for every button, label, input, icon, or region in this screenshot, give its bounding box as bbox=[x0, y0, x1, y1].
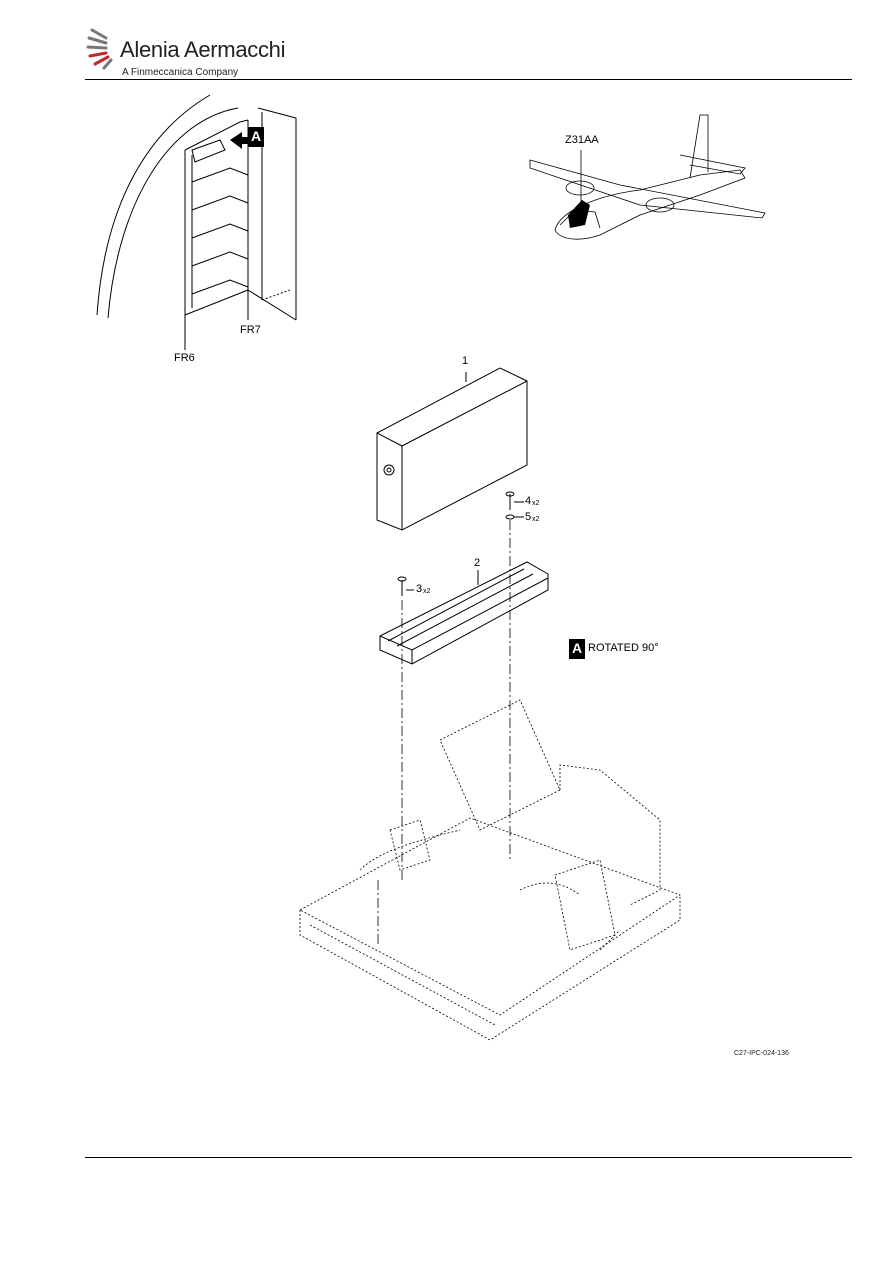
item-quantity: x2 bbox=[532, 516, 540, 523]
brand-tagline: A Finmeccanica Company bbox=[122, 67, 239, 78]
item-quantity: x2 bbox=[423, 588, 431, 595]
item-number: 3 bbox=[416, 583, 423, 595]
item-number: 1 bbox=[462, 355, 469, 367]
view-marker-box bbox=[569, 639, 585, 659]
item-number: 4 bbox=[525, 495, 532, 507]
document-reference: C27-IPC-024-136 bbox=[734, 1050, 789, 1057]
brand-name: Alenia Aermacchi bbox=[120, 37, 286, 62]
frame-label-fr6: FR6 bbox=[174, 352, 195, 364]
zone-label: Z31AA bbox=[565, 134, 599, 146]
view-note: ROTATED 90° bbox=[588, 642, 659, 654]
inset-view-marker: A bbox=[251, 128, 262, 144]
view-marker: A bbox=[572, 640, 583, 656]
item-quantity: x2 bbox=[532, 500, 540, 507]
item-number: 5 bbox=[525, 511, 532, 523]
header-rule bbox=[85, 79, 852, 80]
item-number: 2 bbox=[474, 557, 481, 569]
footer-rule bbox=[85, 1157, 852, 1158]
frame-label-fr7: FR7 bbox=[240, 324, 261, 336]
